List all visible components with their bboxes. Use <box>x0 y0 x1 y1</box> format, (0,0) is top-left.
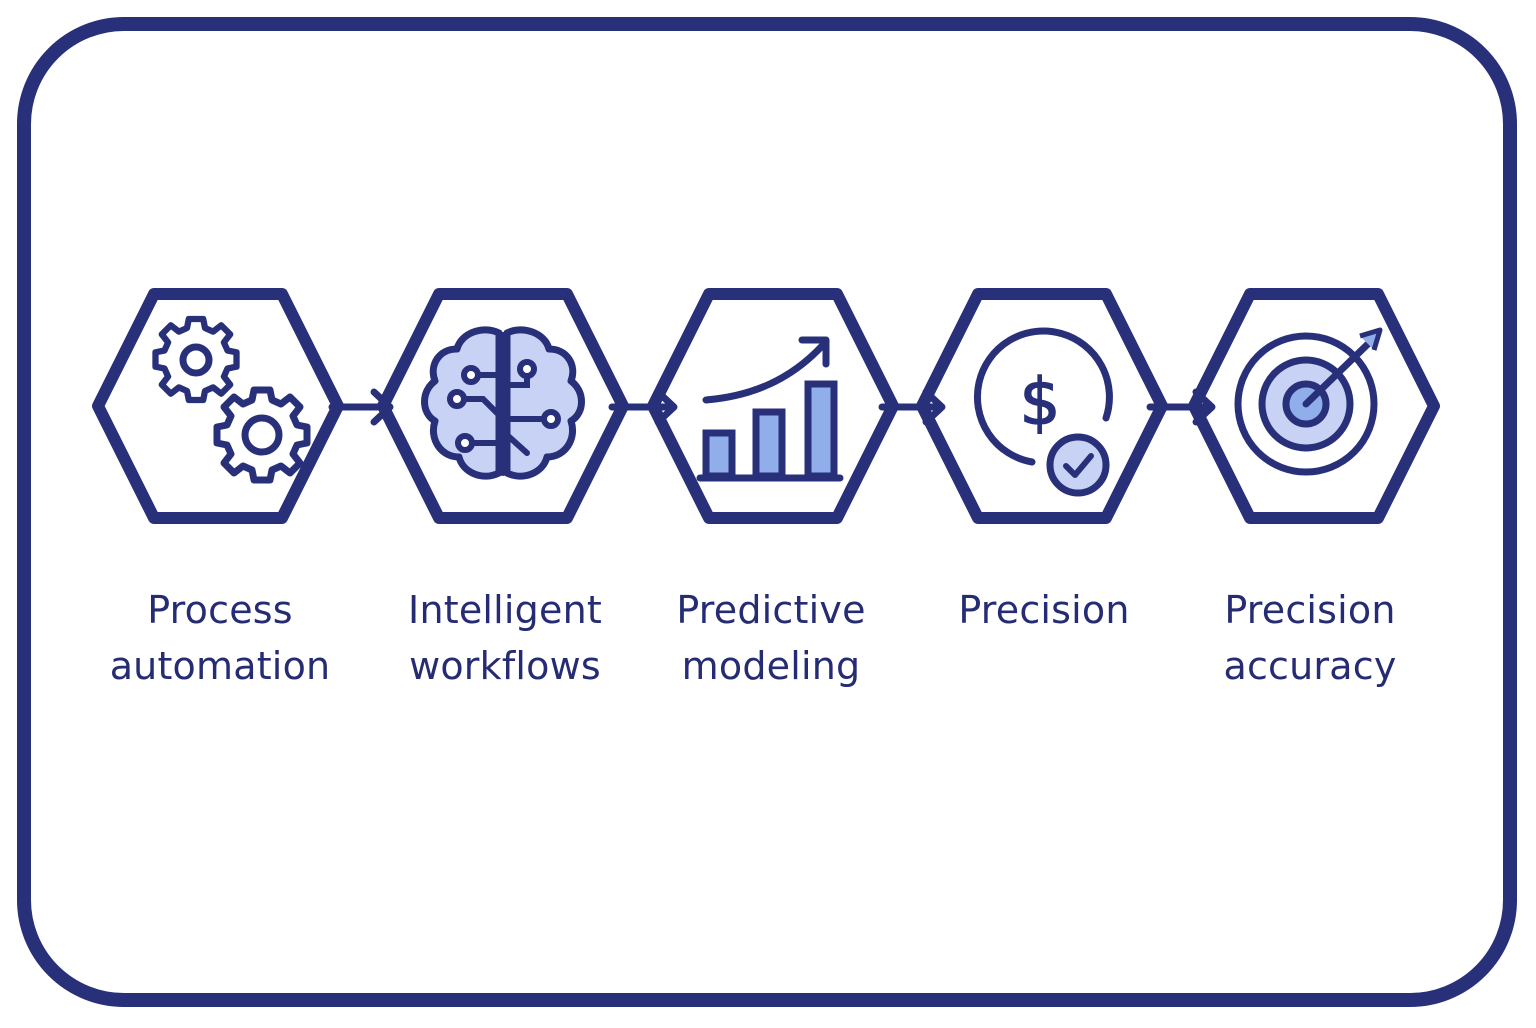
step-label-1-line1: Process <box>147 588 293 632</box>
step-label-2: Intelligent workflows <box>365 582 645 694</box>
target-arrow-icon <box>1234 327 1383 476</box>
step-label-5-line1: Precision <box>1224 588 1396 632</box>
step-label-5: Precision accuracy <box>1170 582 1450 694</box>
step-label-1-line2: automation <box>109 644 331 688</box>
dollar-check-icon: $ <box>973 327 1113 497</box>
arrow-3-to-4 <box>878 388 946 426</box>
hexagon-step-3 <box>647 288 899 524</box>
bar-chart-trend-icon <box>696 336 844 482</box>
step-label-3: Predictive modeling <box>631 582 911 694</box>
brain-circuit-icon <box>421 326 585 480</box>
step-label-1: Process automation <box>80 582 360 694</box>
step-label-4-line1: Precision <box>958 588 1130 632</box>
step-label-3-line2: modeling <box>681 644 861 688</box>
svg-text:$: $ <box>1020 366 1061 440</box>
arrow-1-to-2 <box>328 388 394 426</box>
step-label-5-line2: accuracy <box>1223 644 1397 688</box>
step-label-2-line2: workflows <box>409 644 601 688</box>
outer-frame <box>17 17 1517 1007</box>
gears-icon <box>152 315 311 484</box>
arrow-4-to-5 <box>1146 388 1216 426</box>
arrow-2-to-3 <box>608 388 678 426</box>
step-label-3-line1: Predictive <box>676 588 866 632</box>
step-label-2-line1: Intelligent <box>408 588 602 632</box>
step-label-4: Precision <box>904 582 1184 638</box>
